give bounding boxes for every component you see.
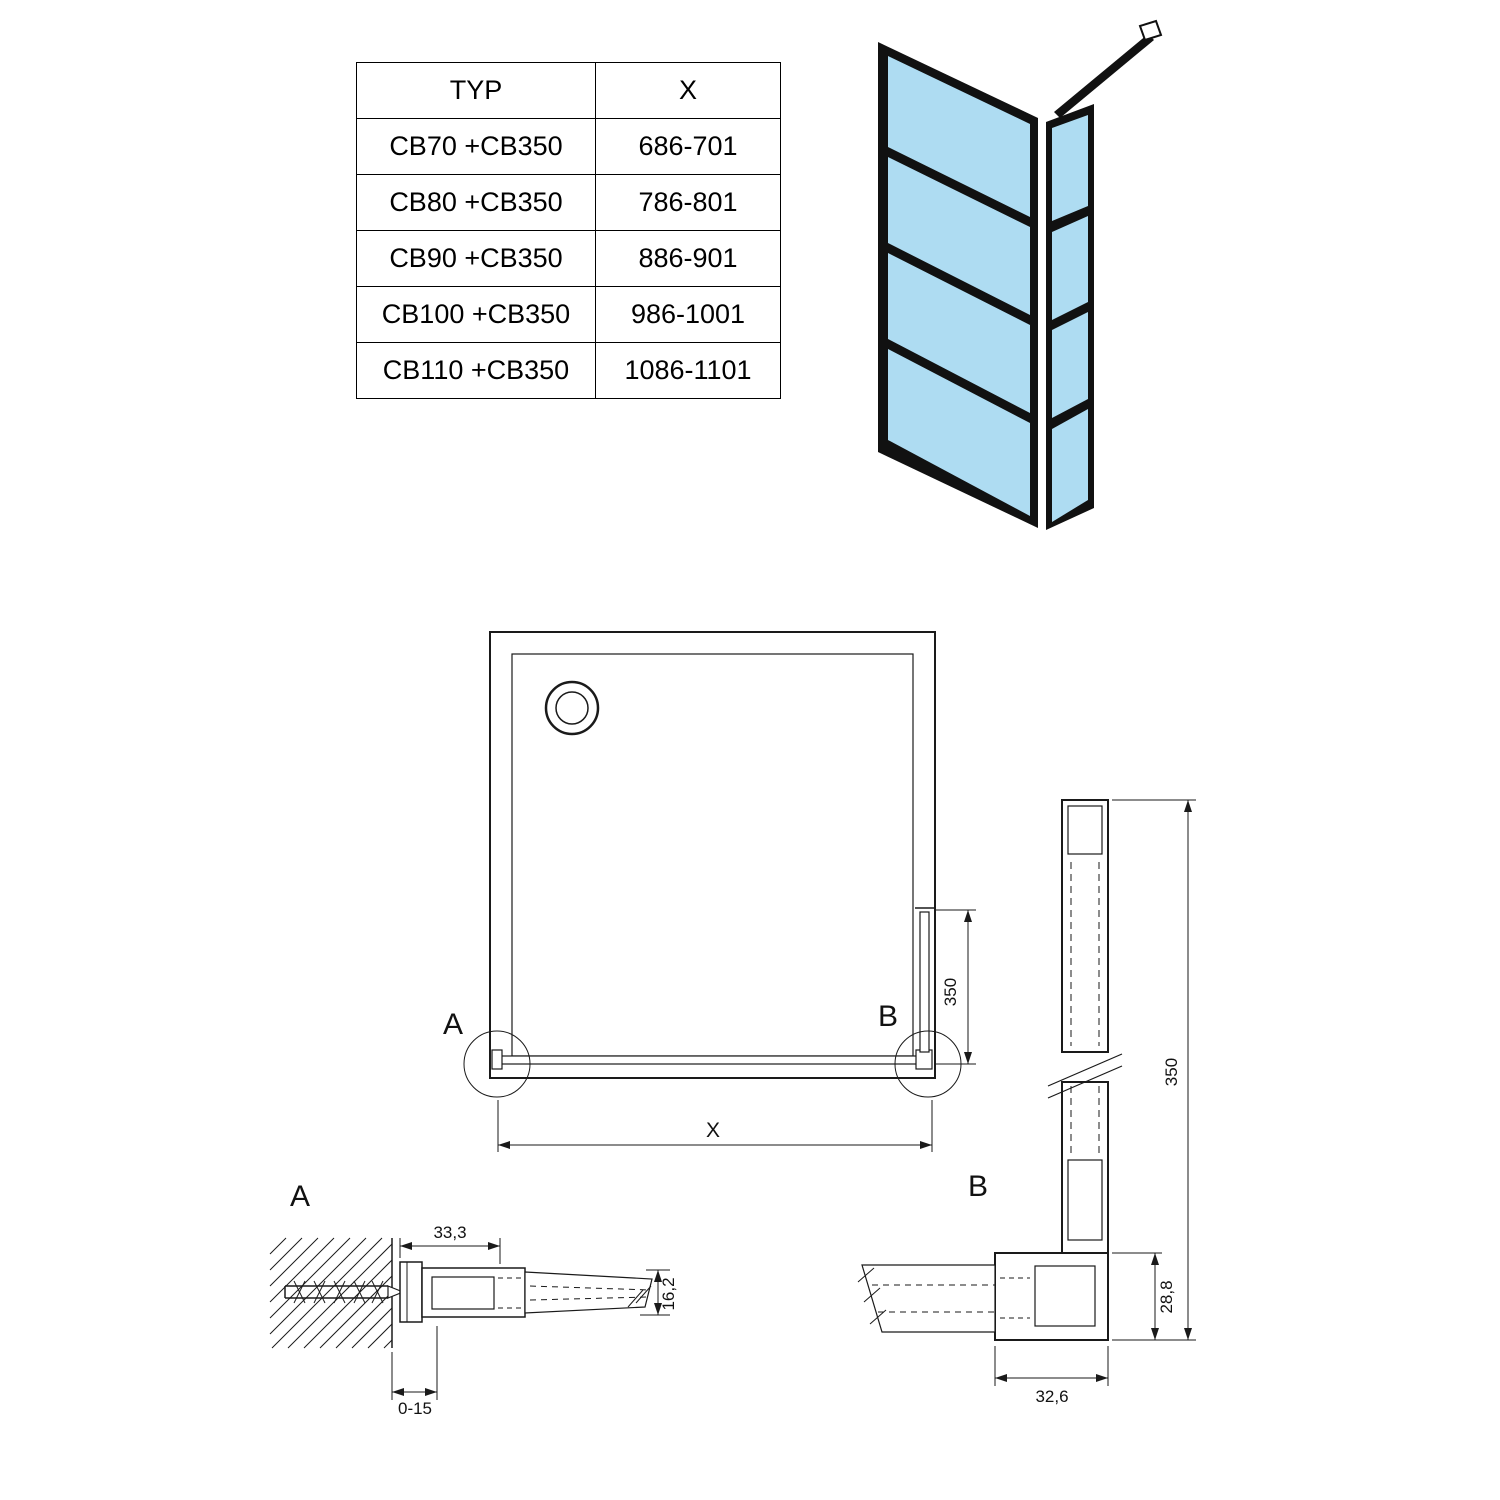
arrowhead	[995, 1374, 1007, 1382]
table-cell-x: 986-1001	[596, 287, 781, 343]
glass-pane	[888, 157, 1030, 315]
table-cell-x: 786-801	[596, 175, 781, 231]
hatch-tick	[869, 1309, 887, 1325]
glass-edge-section	[524, 1271, 653, 1314]
dim-foot-width-label: 32,6	[1035, 1387, 1068, 1406]
detail-a-circle	[463, 1030, 531, 1098]
dim-x-label: X	[706, 1119, 720, 1142]
arrowhead	[964, 910, 972, 922]
hidden-line	[529, 1285, 651, 1291]
glass-pane	[888, 56, 1030, 217]
arrowhead	[1184, 1328, 1192, 1340]
plan-detail-b-label: B	[878, 1000, 898, 1033]
drain-icon	[544, 680, 600, 736]
dim-depth-label: 33,3	[433, 1223, 466, 1242]
glass-pane	[888, 253, 1030, 413]
table-cell-typ: CB110 +CB350	[357, 343, 596, 399]
arrowhead	[1151, 1253, 1159, 1265]
glass-pane	[888, 349, 1030, 516]
hatch-tick	[857, 1267, 875, 1283]
arrowhead	[920, 1141, 932, 1149]
arrowhead	[488, 1242, 500, 1250]
arrowhead	[498, 1141, 510, 1149]
arrowhead	[1096, 1374, 1108, 1382]
table-cell-x: 686-701	[596, 119, 781, 175]
glass-pane	[1052, 312, 1088, 418]
hatch-tick	[627, 1289, 644, 1308]
dim-350-total-label: 350	[1162, 1058, 1181, 1086]
spec-table: TYP X CB70 +CB350 686-701 CB80 +CB350 78…	[356, 62, 781, 399]
table-cell-typ: CB90 +CB350	[357, 231, 596, 287]
profile-chamber	[1067, 1159, 1103, 1241]
arrowhead	[654, 1303, 662, 1315]
table-row: CB70 +CB350 686-701	[357, 119, 781, 175]
profile-chamber	[1067, 805, 1103, 855]
table-row: CB80 +CB350 786-801	[357, 175, 781, 231]
arrowhead	[392, 1388, 404, 1396]
table-cell-typ: CB80 +CB350	[357, 175, 596, 231]
isometric-view	[878, 19, 1163, 530]
break-line	[1047, 1053, 1123, 1087]
corner-connector-plan	[915, 1049, 933, 1070]
wall-hatch	[269, 1237, 393, 1349]
wall-bracket-profile	[399, 1261, 423, 1323]
dim-foot-height-label: 28,8	[1157, 1280, 1176, 1313]
support-bar-bracket	[1138, 19, 1163, 42]
arrowhead	[400, 1242, 412, 1250]
plan-detail-a-label: A	[443, 1008, 463, 1041]
arrowhead	[964, 1052, 972, 1064]
glass-pane	[1052, 409, 1088, 522]
arrowhead	[1151, 1328, 1159, 1340]
table-header-x: X	[596, 63, 781, 119]
hatch-tick	[635, 1285, 652, 1304]
dim-height-label: 16,2	[659, 1277, 678, 1310]
glass-edge-section	[861, 1264, 996, 1333]
section-b-label: B	[968, 1170, 988, 1203]
table-cell-typ: CB100 +CB350	[357, 287, 596, 343]
shower-tray-outer	[489, 631, 936, 1079]
table-cell-x: 1086-1101	[596, 343, 781, 399]
wall-profile-plan	[491, 1049, 503, 1070]
glass-pane	[1052, 115, 1088, 221]
table-cell-typ: CB70 +CB350	[357, 119, 596, 175]
detail-a-label: A	[290, 1180, 310, 1213]
table-row: CB100 +CB350 986-1001	[357, 287, 781, 343]
arrowhead	[654, 1270, 662, 1282]
support-bar	[1054, 34, 1154, 118]
table-row: CB110 +CB350 1086-1101	[357, 343, 781, 399]
table-header-typ: TYP	[357, 63, 596, 119]
shower-tray-inner	[511, 653, 914, 1057]
glass-panel-plan	[497, 1055, 919, 1065]
table-header-row: TYP X	[357, 63, 781, 119]
foot-chamber	[1034, 1265, 1096, 1327]
arrowhead	[1184, 800, 1192, 812]
table-row: CB90 +CB350 886-901	[357, 231, 781, 287]
hatch-tick	[863, 1287, 881, 1303]
wall-anchor	[284, 1280, 412, 1304]
profile-chamber	[431, 1276, 495, 1310]
side-section-b: 350 28,8 32,6 B	[857, 799, 1196, 1406]
break-line	[1047, 1065, 1123, 1099]
hidden-line	[529, 1296, 649, 1301]
top-profile-section	[421, 1267, 526, 1318]
dim-gap-label: 0-15	[398, 1399, 432, 1418]
dim-350-label: 350	[941, 978, 960, 1006]
return-panel-plan	[919, 911, 930, 1053]
profile-upper	[1061, 799, 1109, 1053]
table-cell-x: 886-901	[596, 231, 781, 287]
glass-pane	[1052, 216, 1088, 320]
wall-detail-a: A	[269, 1180, 678, 1418]
drain-icon	[555, 691, 589, 725]
arrowhead	[425, 1388, 437, 1396]
plan-view: 350 X A B	[443, 631, 976, 1152]
